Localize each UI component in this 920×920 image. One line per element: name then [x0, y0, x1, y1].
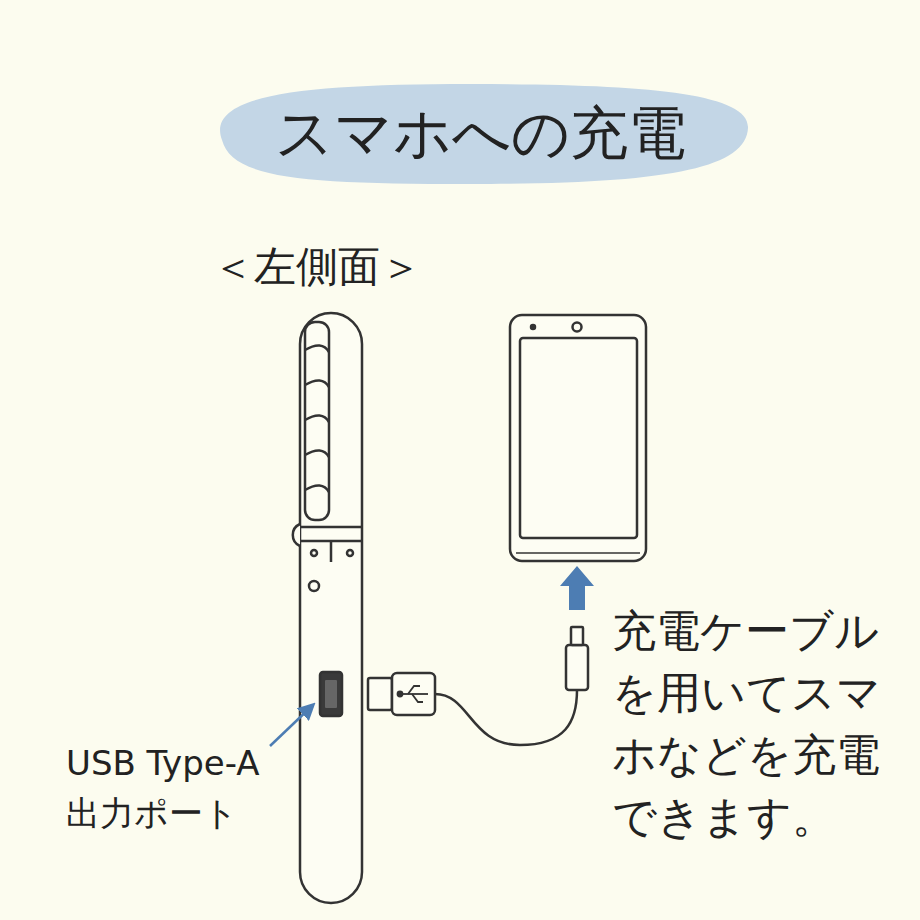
title: スマホへの充電 — [210, 98, 750, 168]
note-text: 充電ケーブル を用いてスマ ホなどを充電 できます。 — [612, 600, 902, 848]
port-label: USB Type-A 出力ポート — [66, 738, 298, 838]
handy-fan — [293, 313, 362, 903]
leader-arrow — [270, 705, 313, 746]
charging-cable — [368, 627, 588, 745]
smartphone — [510, 315, 646, 561]
up-arrow — [560, 566, 594, 610]
view-label: ＜左側面＞ — [212, 240, 422, 294]
usb-port — [320, 672, 342, 716]
